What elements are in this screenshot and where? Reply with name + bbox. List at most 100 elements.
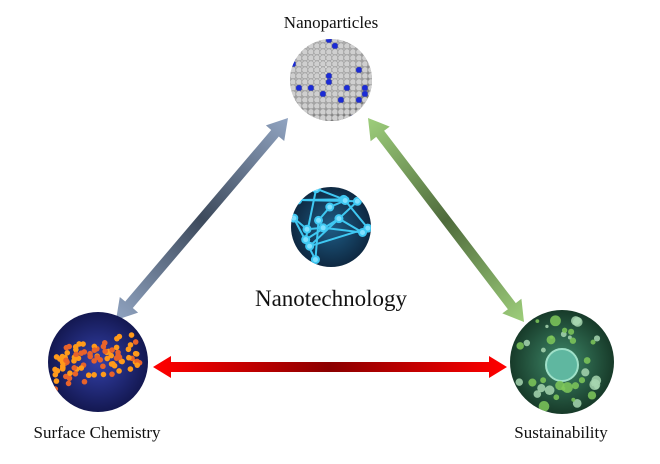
particle-bead (319, 84, 327, 92)
particle-bead (331, 102, 339, 110)
particle-bead (325, 42, 333, 50)
particle-bead (361, 48, 369, 56)
particle-bead (307, 42, 315, 50)
leaf-bubble (553, 394, 560, 401)
leaf-bubble (587, 391, 597, 400)
surface-atom (100, 363, 106, 370)
particle-bead (349, 78, 357, 86)
particle-bead (307, 78, 315, 86)
particle-bead (313, 39, 321, 44)
particle-bead (290, 48, 297, 56)
particle-bead (337, 39, 345, 44)
particle-bead (361, 72, 369, 80)
particle-bead (361, 96, 369, 104)
particle-bead (349, 42, 357, 50)
particle-bead (361, 60, 369, 68)
particle-bead (337, 90, 345, 98)
surface-atom (64, 350, 71, 356)
particle-bead (343, 90, 351, 98)
particle-bead (301, 72, 309, 80)
network-node (318, 223, 328, 233)
leaf-bubble (561, 327, 568, 333)
leaf-bubble (515, 378, 523, 386)
particle-bead (307, 96, 315, 104)
particle-bead (343, 66, 351, 74)
surface-atom (85, 372, 92, 379)
label-nanoparticles: Nanoparticles (284, 13, 378, 32)
surface-atom (87, 353, 94, 360)
particle-bead (301, 90, 309, 98)
particle-bead (361, 54, 369, 62)
leaf-bubble (571, 316, 581, 326)
particle-bead (301, 60, 309, 68)
surface-atom (91, 372, 97, 378)
particle-bead (337, 48, 345, 56)
particle-bead (337, 78, 345, 86)
nanotechnology-network-image (291, 187, 371, 267)
particle-bead (349, 108, 357, 116)
double-arrow-nanoparticles-surface-chemistry (116, 118, 288, 320)
particle-bead (367, 78, 372, 86)
surface-atom (71, 365, 78, 371)
particle-bead (331, 72, 339, 80)
label-nanotechnology: Nanotechnology (255, 286, 408, 311)
leaf-bubble (516, 342, 524, 350)
particle-bead (290, 39, 297, 44)
surface-atom (116, 368, 122, 374)
surface-atom (137, 326, 143, 333)
surface-atom (132, 350, 139, 357)
particle-bead (367, 42, 372, 50)
particle-bead (355, 78, 363, 86)
particle-bead (331, 108, 339, 116)
particle-bead (367, 60, 372, 68)
particle-bead (290, 102, 297, 110)
particle-bead (301, 54, 309, 62)
network-bond (315, 187, 345, 201)
particle-bead (337, 114, 345, 121)
particle-bead (355, 48, 363, 56)
particle-bead (349, 102, 357, 110)
particle-bead (331, 90, 339, 98)
particle-bead (319, 108, 327, 116)
particle-bead (313, 114, 321, 121)
network-bond (344, 199, 369, 229)
surface-atom (100, 343, 107, 350)
network-node (302, 224, 312, 234)
particle-bead (367, 96, 372, 104)
leaf-bubble (528, 378, 537, 387)
particle-bead (349, 48, 357, 56)
surface-atom (109, 347, 115, 353)
particle-bead (301, 39, 309, 44)
leaf-bubble (533, 390, 542, 398)
particle-bead (295, 102, 303, 110)
particle-bead (301, 84, 309, 92)
surface-atom (66, 375, 73, 382)
particle-bead (355, 42, 363, 50)
particle-bead (295, 90, 303, 98)
double-arrow-nanoparticles-sustainability (368, 118, 524, 322)
network-node (310, 255, 320, 265)
particle-bead (337, 72, 345, 80)
particle-bead (367, 102, 372, 110)
particle-bead (325, 54, 333, 62)
network-node (358, 227, 368, 237)
particle-bead (295, 72, 303, 80)
particle-bead (349, 114, 357, 121)
particle-bead (325, 114, 333, 121)
leaf-bubble (562, 382, 573, 393)
particle-bead (290, 78, 297, 86)
label-surface-chemistry: Surface Chemistry (34, 423, 161, 442)
particle-bead (355, 66, 363, 74)
particle-bead (313, 54, 321, 62)
network-node (352, 196, 362, 206)
particle-bead (361, 84, 369, 92)
particle-bead (349, 96, 357, 104)
nanoparticles-sphere-image (290, 39, 372, 121)
particle-bead (331, 48, 339, 56)
particle-bead (319, 66, 327, 74)
surface-atom (100, 371, 107, 378)
surface-atom (78, 365, 85, 371)
particle-bead (331, 96, 339, 104)
